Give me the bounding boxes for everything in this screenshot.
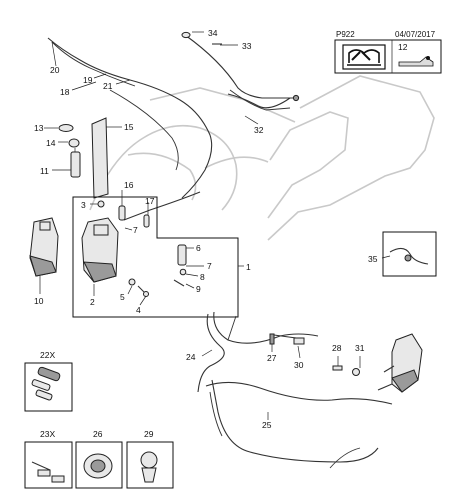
kit-23x-box <box>24 441 73 489</box>
callout-23x: 23X <box>40 429 55 439</box>
kit-22x-box <box>24 362 73 412</box>
callout-27: 27 <box>267 353 277 363</box>
part-35-box <box>382 231 437 277</box>
part-29-plug <box>140 451 158 483</box>
callout-34: 34 <box>208 28 218 38</box>
diagram-date: 04/07/2017 <box>395 30 436 39</box>
repair-manual-icon <box>342 44 386 70</box>
part-11-pump <box>70 148 81 178</box>
callout-25: 25 <box>262 420 272 430</box>
callout-35: 35 <box>368 254 378 264</box>
callout-9: 9 <box>196 284 201 294</box>
vehicle-body-outline <box>89 75 435 241</box>
part-32-hose <box>227 93 300 109</box>
assembly-group-frame <box>72 196 239 318</box>
part-6-pump <box>177 244 187 266</box>
callout-29: 29 <box>144 429 154 439</box>
leader-lines <box>39 31 391 420</box>
part-31-clip <box>352 368 360 376</box>
part-3-clip <box>97 200 105 208</box>
callout-18: 18 <box>60 87 70 97</box>
callout-20: 20 <box>50 65 60 75</box>
callout-33: 33 <box>242 41 252 51</box>
callout-13: 13 <box>34 123 44 133</box>
callout-10: 10 <box>34 296 44 306</box>
header-icon-box: 12 <box>334 39 442 74</box>
callout-11: 11 <box>40 166 49 176</box>
callout-15: 15 <box>124 122 134 132</box>
callout-6: 6 <box>196 243 201 253</box>
hose-routing-upper <box>47 34 298 221</box>
part-26-grommet <box>83 453 113 479</box>
rear-reservoir <box>377 333 423 393</box>
callout-31: 31 <box>355 343 365 353</box>
part-4-connector <box>137 285 149 297</box>
kit-22x-parts <box>31 366 61 401</box>
part-26-box <box>75 441 123 489</box>
part-24-hose <box>197 311 319 393</box>
page-code: P922 <box>336 30 355 39</box>
callout-19: 19 <box>83 75 93 85</box>
callout-32: 32 <box>254 125 264 135</box>
part-10-reservoir <box>29 217 59 277</box>
icon-box-frame <box>334 39 442 74</box>
callout-3: 3 <box>81 200 86 210</box>
part-27-grommet <box>269 333 275 345</box>
callout-7b: 7 <box>207 261 212 271</box>
callout-22x: 22X <box>40 350 55 360</box>
callout-26: 26 <box>93 429 103 439</box>
callout-30: 30 <box>294 360 304 370</box>
part-30-pump <box>273 334 305 345</box>
callout-28: 28 <box>332 343 342 353</box>
part-8-seal <box>179 268 187 276</box>
callout-5: 5 <box>120 292 125 302</box>
callout-2: 2 <box>90 297 95 307</box>
part-2-reservoir <box>81 217 119 283</box>
washer-kit-icon <box>398 56 434 67</box>
callout-1: 1 <box>246 262 251 272</box>
kit-23x-parts <box>31 461 65 483</box>
part-15-bracket <box>91 117 109 199</box>
callout-12: 12 <box>398 42 408 52</box>
callout-17: 17 <box>145 196 155 206</box>
part-16-nozzle <box>118 205 126 221</box>
part-5-grommet <box>128 278 136 286</box>
callout-4: 4 <box>136 305 141 315</box>
part-17-nozzle <box>143 214 150 228</box>
callout-7a: 7 <box>133 225 138 235</box>
part-13-clip <box>58 124 74 132</box>
part-14-grommet <box>68 138 80 148</box>
callout-21: 21 <box>103 81 113 91</box>
part-29-box <box>126 441 174 489</box>
part-35-connector <box>389 247 429 265</box>
callout-14: 14 <box>46 138 56 148</box>
callout-24: 24 <box>186 352 196 362</box>
part-28-clip <box>332 365 343 371</box>
part-34-clip <box>181 31 191 39</box>
part-25-hose <box>205 379 393 469</box>
part-9-clip <box>173 279 185 287</box>
callout-8: 8 <box>200 272 205 282</box>
callout-16: 16 <box>124 180 134 190</box>
